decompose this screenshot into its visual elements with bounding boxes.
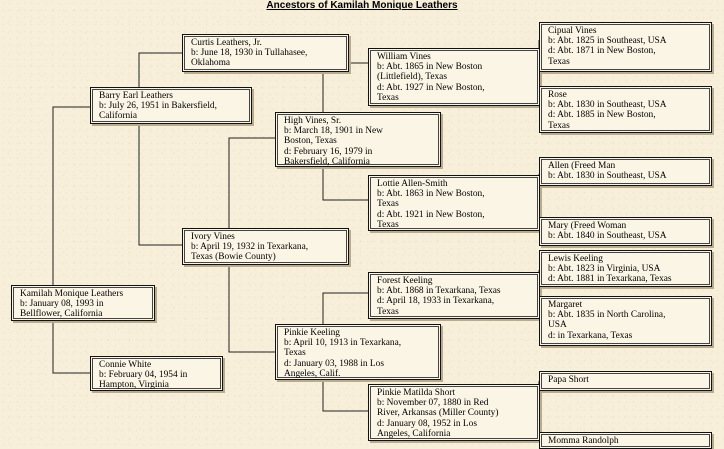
- person-detail: California: [99, 111, 138, 122]
- person-name: Momma Randolph: [548, 436, 619, 446]
- person-detail: Texas: [548, 120, 570, 131]
- person-box-barry[interactable]: Barry Earl Leathers b: July 26, 1951 in …: [90, 87, 252, 124]
- person-detail: b: April 10, 1913 in Texarkana,: [284, 338, 402, 349]
- person-box-rose[interactable]: Rose b: Abt. 1830 in Southeast, USA d: A…: [539, 86, 712, 133]
- person-detail: b: June 18, 1930 in Tullahasee,: [191, 48, 308, 59]
- person-box-momma-randolph[interactable]: Momma Randolph: [539, 432, 712, 449]
- person-detail: b: Abt. 1823 in Virginia, USA: [548, 264, 661, 275]
- person-name: Rose: [548, 90, 567, 100]
- person-detail: Texas: [284, 348, 306, 359]
- person-detail: b: February 04, 1954 in: [99, 370, 188, 381]
- person-name: Mary (Freed Woman: [548, 221, 627, 231]
- person-box-margaret[interactable]: Margaret b: Abt. 1835 in North Carolina,…: [539, 296, 712, 346]
- person-name: Margaret: [548, 300, 583, 310]
- person-name: Pinkie Matilda Short: [377, 388, 456, 398]
- person-name: Kamilah Monique Leathers: [20, 289, 124, 299]
- person-detail: d: Abt. 1921 in New Boston,: [377, 209, 485, 220]
- person-box-lottie[interactable]: Lottie Allen-Smith b: Abt. 1863 in New B…: [368, 175, 540, 231]
- person-detail: b: Abt. 1840 in Southeast, USA: [548, 231, 667, 242]
- person-box-curtis[interactable]: Curtis Leathers, Jr. b: June 18, 1930 in…: [182, 34, 349, 72]
- person-detail: Bakersfield, California: [284, 156, 370, 167]
- person-box-ivory[interactable]: Ivory Vines b: April 19, 1932 in Texarka…: [182, 228, 349, 265]
- person-box-pinkie-matilda[interactable]: Pinkie Matilda Short b: November 07, 188…: [368, 384, 540, 441]
- person-detail: Texas: [377, 92, 399, 103]
- person-detail: Texas (Bowie County): [191, 252, 276, 263]
- person-box-allen[interactable]: Allen (Freed Man b: Abt. 1830 in Southea…: [539, 157, 712, 186]
- person-box-connie[interactable]: Connie White b: February 04, 1954 in Ham…: [90, 356, 223, 391]
- person-box-papa-short[interactable]: Papa Short: [539, 371, 712, 391]
- person-detail: d: February 16, 1979 in: [284, 146, 373, 157]
- person-name: Connie White: [99, 360, 152, 370]
- person-detail: d: Abt. 1881 in Texarkana, Texas: [548, 274, 672, 285]
- person-detail: b: Abt. 1863 in New Boston,: [377, 189, 485, 200]
- person-name: William Vines: [377, 52, 431, 62]
- person-detail: b: Abt. 1868 in Texarkana, Texas: [377, 286, 501, 297]
- person-name: Curtis Leathers, Jr.: [191, 38, 262, 48]
- person-box-high-vines[interactable]: High Vines, Sr. b: March 18, 1901 in New…: [275, 112, 441, 167]
- person-name: High Vines, Sr.: [284, 116, 342, 126]
- person-name: Lottie Allen-Smith: [377, 179, 448, 189]
- person-detail: b: November 07, 1880 in Red: [377, 398, 489, 409]
- person-name: Cipual Vines: [548, 26, 597, 36]
- person-detail: b: July 26, 1951 in Bakersfield,: [99, 101, 217, 112]
- person-detail: b: Abt. 1835 in North Carolina,: [548, 310, 666, 321]
- person-name: Papa Short: [548, 375, 589, 385]
- person-detail: b: Abt. 1830 in Southeast, USA: [548, 100, 667, 111]
- person-detail: b: April 19, 1932 in Texarkana,: [191, 242, 309, 253]
- person-box-mary[interactable]: Mary (Freed Woman b: Abt. 1840 in Southe…: [539, 217, 712, 246]
- person-detail: Oklahoma: [191, 58, 231, 69]
- person-box-forest[interactable]: Forest Keeling b: Abt. 1868 in Texarkana…: [368, 272, 540, 319]
- person-detail: Hampton, Virginia: [99, 380, 169, 391]
- person-box-william-vines[interactable]: William Vines b: Abt. 1865 in New Boston…: [368, 48, 540, 106]
- person-detail: d: January 08, 1952 in Los: [377, 418, 477, 429]
- page-title: Ancestors of Kamilah Monique Leathers: [266, 0, 458, 11]
- person-detail: d: Abt. 1885 in New Boston,: [548, 110, 656, 121]
- person-detail: d: April 18, 1933 in Texarkana,: [377, 296, 495, 307]
- person-detail: d: January 03, 1988 in Los: [284, 358, 384, 369]
- person-detail: b: Abt. 1830 in Southeast, USA: [548, 171, 667, 182]
- person-detail: River, Arkansas (Miller County): [377, 408, 499, 419]
- person-detail: Angeles, California: [377, 428, 451, 439]
- person-detail: b: Abt. 1825 in Southeast, USA: [548, 36, 667, 47]
- person-name: Pinkie Keeling: [284, 328, 340, 338]
- person-name: Ivory Vines: [191, 232, 235, 242]
- person-detail: Texas: [377, 219, 399, 230]
- person-detail: b: January 08, 1993 in: [20, 299, 104, 310]
- person-name: Forest Keeling: [377, 276, 433, 286]
- person-detail: Texas: [548, 56, 570, 67]
- person-detail: d: Abt. 1871 in New Boston,: [548, 46, 656, 57]
- person-detail: Bellflower, California: [20, 309, 103, 320]
- person-detail: (Littlefield), Texas: [377, 72, 447, 83]
- person-box-cipual[interactable]: Cipual Vines b: Abt. 1825 in Southeast, …: [539, 22, 712, 72]
- person-detail: b: Abt. 1865 in New Boston: [377, 62, 483, 73]
- person-name: Lewis Keeling: [548, 254, 603, 264]
- person-detail: Angeles, Calif.: [284, 368, 341, 379]
- person-detail: Texas: [377, 306, 399, 317]
- person-box-lewis[interactable]: Lewis Keeling b: Abt. 1823 in Virginia, …: [539, 250, 712, 287]
- person-detail: Texas: [377, 199, 399, 210]
- person-detail: d: in Texarkana, Texas: [548, 330, 633, 341]
- person-box-pinkie-keeling[interactable]: Pinkie Keeling b: April 10, 1913 in Texa…: [275, 324, 441, 380]
- person-detail: d: Abt. 1927 in New Boston,: [377, 82, 485, 93]
- person-box-kamilah[interactable]: Kamilah Monique Leathers b: January 08, …: [11, 285, 155, 321]
- person-name: Allen (Freed Man: [548, 161, 616, 171]
- person-detail: USA: [548, 320, 567, 331]
- person-name: Barry Earl Leathers: [99, 91, 173, 101]
- person-detail: b: March 18, 1901 in New: [284, 126, 383, 137]
- person-detail: Boston, Texas: [284, 136, 337, 147]
